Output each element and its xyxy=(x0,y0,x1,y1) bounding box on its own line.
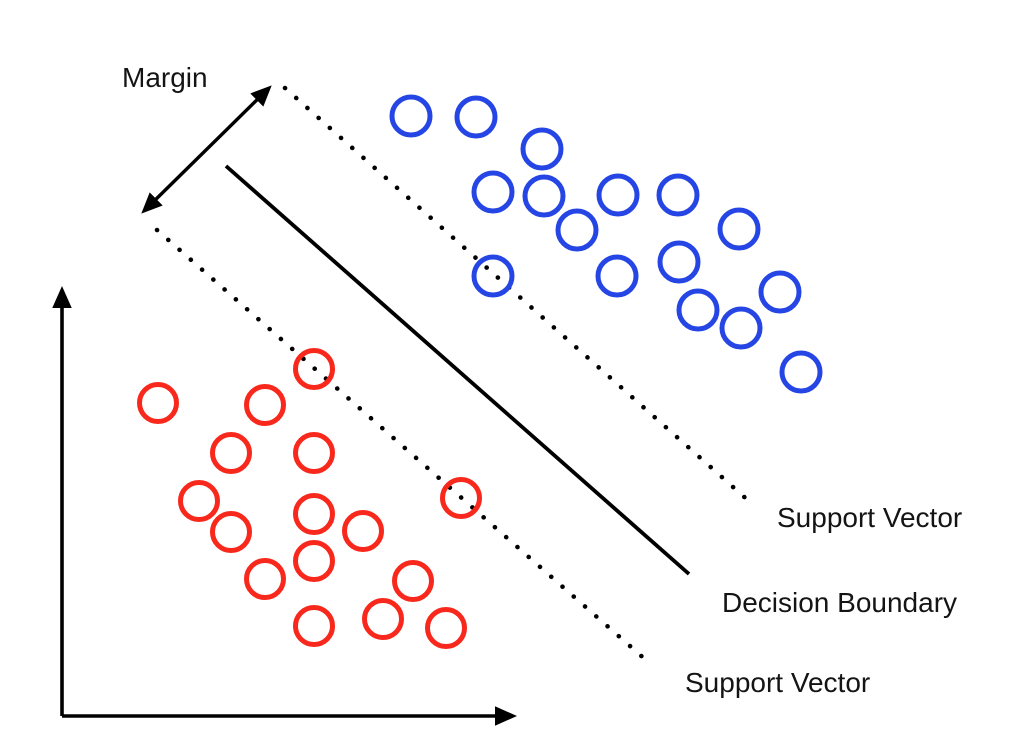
blue-class-point xyxy=(656,173,700,217)
red-class-point xyxy=(178,480,220,522)
blue-class-point xyxy=(657,240,701,284)
red-class-point xyxy=(210,432,252,474)
decision-boundary-line xyxy=(224,164,691,576)
decision-boundary-label: Decision Boundary xyxy=(722,587,957,618)
blue-class-points xyxy=(389,94,823,394)
red-class-point xyxy=(244,384,286,426)
red-class-points xyxy=(137,348,482,649)
support-vector-top-label: Support Vector xyxy=(777,502,962,533)
red-class-point xyxy=(293,605,335,647)
red-class-point xyxy=(425,607,467,649)
red-class-point xyxy=(293,348,335,390)
blue-class-point xyxy=(719,306,763,350)
blue-class-point xyxy=(471,170,515,214)
red-class-point xyxy=(137,382,179,424)
red-class-point xyxy=(293,493,335,535)
red-class-point xyxy=(293,432,335,474)
red-class-point xyxy=(362,598,404,640)
red-class-point xyxy=(293,540,335,582)
blue-class-point xyxy=(676,288,720,332)
blue-class-point xyxy=(520,127,564,171)
blue-class-point xyxy=(471,254,515,298)
red-class-point xyxy=(342,510,384,552)
blue-class-point xyxy=(555,208,599,252)
margin-double-arrow-icon xyxy=(141,85,272,214)
blue-class-point xyxy=(717,207,761,251)
blue-class-point xyxy=(389,94,433,138)
blue-class-point xyxy=(595,254,639,298)
axes xyxy=(52,285,518,726)
red-class-point xyxy=(440,477,482,519)
red-class-point xyxy=(210,511,252,553)
margin-label: Margin xyxy=(122,62,208,93)
blue-class-point xyxy=(779,350,823,394)
blue-class-point xyxy=(758,270,802,314)
blue-class-point xyxy=(522,174,566,218)
red-class-point xyxy=(244,558,286,600)
blue-class-point xyxy=(454,95,498,139)
support-vector-line-top xyxy=(282,85,754,506)
blue-class-point xyxy=(596,173,640,217)
support-vector-bottom-label: Support Vector xyxy=(685,667,870,698)
red-class-point xyxy=(392,560,434,602)
